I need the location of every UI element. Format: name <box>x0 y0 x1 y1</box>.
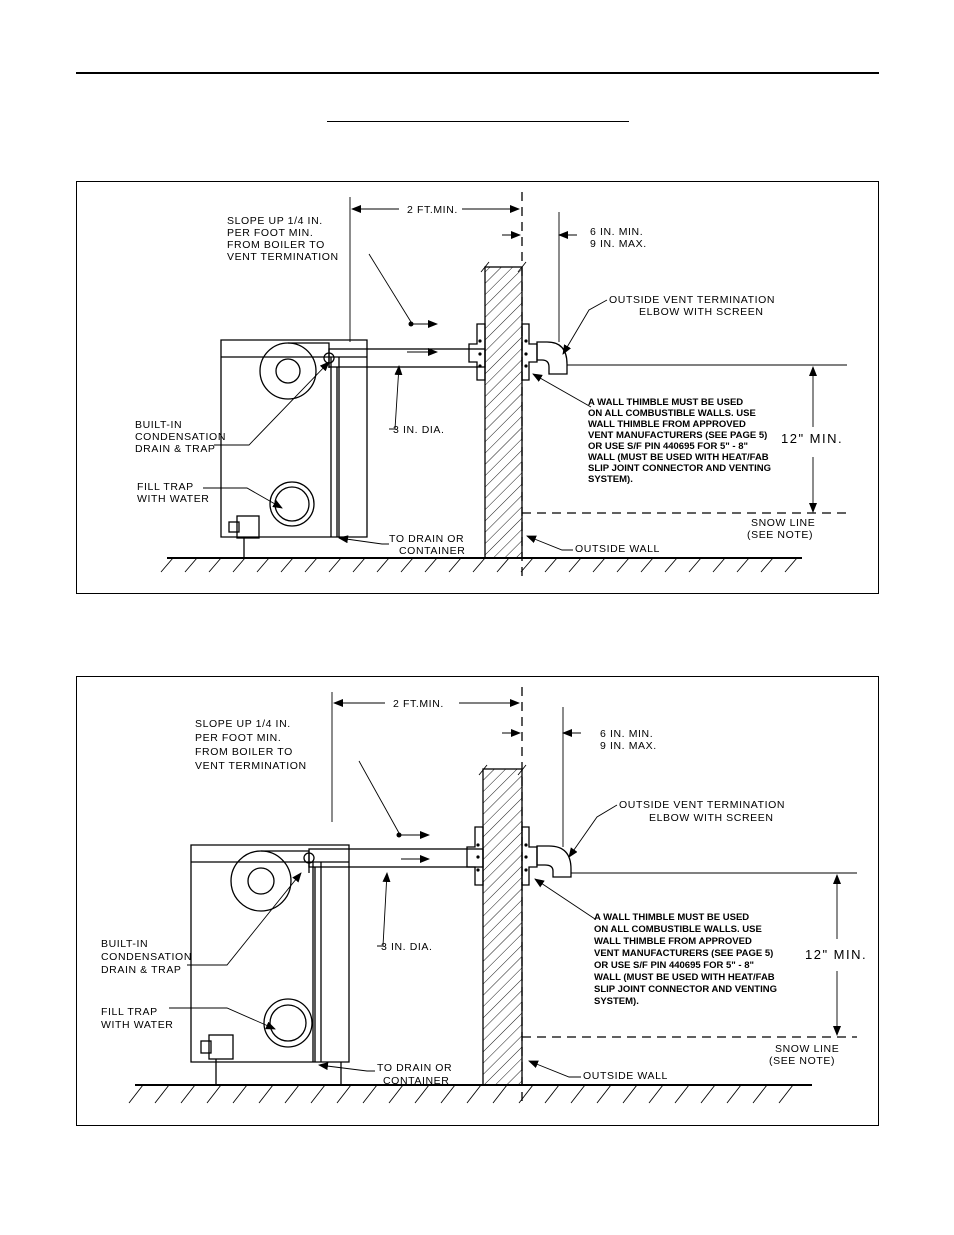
wall-thimble-outer <box>521 323 538 381</box>
clearance-wall-max: 9 IN. MAX. <box>590 238 647 250</box>
title-underline <box>327 121 629 122</box>
termination-label-line1: OUTSIDE VENT TERMINATION <box>619 799 785 811</box>
vent-diagram-1: SLOPE UP 1/4 IN.PER FOOT MIN.FROM BOILER… <box>135 192 849 577</box>
thimble-note-line4: VENT MANUFACTURERS (SEE PAGE 5) <box>594 948 773 959</box>
svg-text:SLOPE UP 1/4 IN.PER FOOT MIN.F: SLOPE UP 1/4 IN.PER FOOT MIN.FROM BOILER… <box>227 215 339 263</box>
wall-label: OUTSIDE WALL <box>575 543 660 555</box>
vent-diagram-panel-2: SLOPE UP 1/4 IN. PER FOOT MIN. FROM BOILER… <box>76 676 879 1126</box>
wall-thimble-inner <box>466 826 484 886</box>
slope-label-line4: VENT TERMINATION <box>195 760 307 772</box>
snow-label-line2: (SEE NOTE) <box>769 1055 835 1067</box>
svg-text:6 IN. MIN.9 IN. MAX.: 6 IN. MIN.9 IN. MAX. <box>600 728 657 752</box>
drain-label-line2: CONDENSATION <box>101 951 192 963</box>
outside-wall <box>484 266 523 559</box>
thimble-note-line6: WALL (MUST BE USED WITH HEAT/FAB <box>594 972 775 983</box>
termination-label-line2: ELBOW WITH SCREEN <box>649 812 774 824</box>
thimble-note-line8: SYSTEM). <box>594 996 639 1007</box>
fill-label-line1: FILL TRAP <box>101 1006 158 1018</box>
condensation-drain-trap <box>269 481 315 527</box>
pipe-diameter-label: 3 IN. DIA. <box>393 424 445 436</box>
pipe-diameter-label: 3 IN. DIA. <box>381 941 433 953</box>
wall-thimble-inner <box>468 323 486 381</box>
thimble-note-line5: OR USE S/F PIN 440695 FOR 5" - 8" <box>588 441 748 452</box>
thimble-note-line2: ON ALL COMBUSTIBLE WALLS. USE <box>588 408 756 419</box>
thimble-note-line4: VENT MANUFACTURERS (SEE PAGE 5) <box>588 430 767 441</box>
thimble-note-line7: SLIP JOINT CONNECTOR AND VENTING <box>588 463 771 474</box>
svg-text:6 IN. MIN.9 IN. MAX.: 6 IN. MIN.9 IN. MAX. <box>590 226 647 250</box>
slope-label-line1: SLOPE UP 1/4 IN. <box>227 215 323 227</box>
height-label: 12" MIN. <box>805 947 867 962</box>
vent-termination-elbow <box>536 845 572 878</box>
clearance-horizontal-label: 2 FT.MIN. <box>407 204 458 216</box>
drain-label-line2: CONDENSATION <box>135 431 226 443</box>
snow-label-line2: (SEE NOTE) <box>747 529 813 541</box>
boiler <box>220 339 368 558</box>
vent-pipe <box>308 848 484 868</box>
container-label-line2: CONTAINER <box>383 1075 449 1087</box>
outside-wall <box>482 768 523 1086</box>
clearance-wall-min: 6 IN. MIN. <box>590 226 643 238</box>
svg-text:SNOW LINE(SEE NOTE): SNOW LINE(SEE NOTE) <box>769 1043 839 1067</box>
drain-label-line1: BUILT-IN <box>101 938 148 950</box>
vent-diagram-panel-1: SLOPE UP 1/4 IN.PER FOOT MIN.FROM BOILER… <box>76 181 879 594</box>
thimble-note-line3: WALL THIMBLE FROM APPROVED <box>594 936 752 947</box>
snow-label-line1: SNOW LINE <box>775 1043 839 1055</box>
thimble-note-line1: A WALL THIMBLE MUST BE USED <box>594 912 749 923</box>
wall-thimble-outer <box>521 826 538 886</box>
clearance-wall-max: 9 IN. MAX. <box>600 740 657 752</box>
fill-label-line2: WITH WATER <box>137 493 210 505</box>
container-label-line2: CONTAINER <box>399 545 465 557</box>
slope-label-line3: FROM BOILER TO <box>195 746 293 758</box>
condensation-drain-trap <box>263 998 313 1048</box>
termination-label-line1: OUTSIDE VENT TERMINATION <box>609 294 775 306</box>
thimble-note-line5: OR USE S/F PIN 440695 FOR 5" - 8" <box>594 960 754 971</box>
thimble-note-line8: SYSTEM). <box>588 474 633 485</box>
slope-label-line2: PER FOOT MIN. <box>195 732 281 744</box>
vent-termination-elbow <box>536 341 568 375</box>
wall-label: OUTSIDE WALL <box>583 1070 668 1082</box>
slope-label-line1: SLOPE UP 1/4 IN. <box>195 718 291 730</box>
thimble-note-line1: A WALL THIMBLE MUST BE USED <box>588 397 743 408</box>
thimble-note-line7: SLIP JOINT CONNECTOR AND VENTING <box>594 984 777 995</box>
drain-label-line3: DRAIN & TRAP <box>135 443 216 455</box>
slope-label-line2: PER FOOT MIN. <box>227 227 313 239</box>
snow-label-line1: SNOW LINE <box>751 517 815 529</box>
clearance-horizontal-label: 2 FT.MIN. <box>393 698 444 710</box>
termination-label-line2: ELBOW WITH SCREEN <box>639 306 764 318</box>
thimble-note-line2: ON ALL COMBUSTIBLE WALLS. USE <box>594 924 762 935</box>
header-rule <box>76 72 879 74</box>
container-label-line1: TO DRAIN OR <box>389 533 464 545</box>
thimble-note-line3: WALL THIMBLE FROM APPROVED <box>588 419 746 430</box>
svg-text:SNOW LINE(SEE NOTE): SNOW LINE(SEE NOTE) <box>747 517 815 541</box>
height-label: 12" MIN. <box>781 431 843 446</box>
drain-label-line3: DRAIN & TRAP <box>101 964 182 976</box>
container-label-line1: TO DRAIN OR <box>377 1062 452 1074</box>
slope-label-line4: VENT TERMINATION <box>227 251 339 263</box>
ground-hatching <box>160 557 798 573</box>
slope-label-line3: FROM BOILER TO <box>227 239 325 251</box>
fill-label-line2: WITH WATER <box>101 1019 174 1031</box>
svg-text:SLOPE UP 1/4 IN.PER FOOT MIN.F: SLOPE UP 1/4 IN. PER FOOT MIN. FROM BOILER… <box>195 718 307 772</box>
drain-label-line1: BUILT-IN <box>135 419 182 431</box>
clearance-wall-min: 6 IN. MIN. <box>600 728 653 740</box>
ground-hatching <box>128 1084 794 1104</box>
fill-label-line1: FILL TRAP <box>137 481 194 493</box>
thimble-note-line6: WALL (MUST BE USED WITH HEAT/FAB <box>588 452 769 463</box>
vent-diagram-2: SLOPE UP 1/4 IN. PER FOOT MIN. FROM BOILER… <box>101 687 867 1107</box>
